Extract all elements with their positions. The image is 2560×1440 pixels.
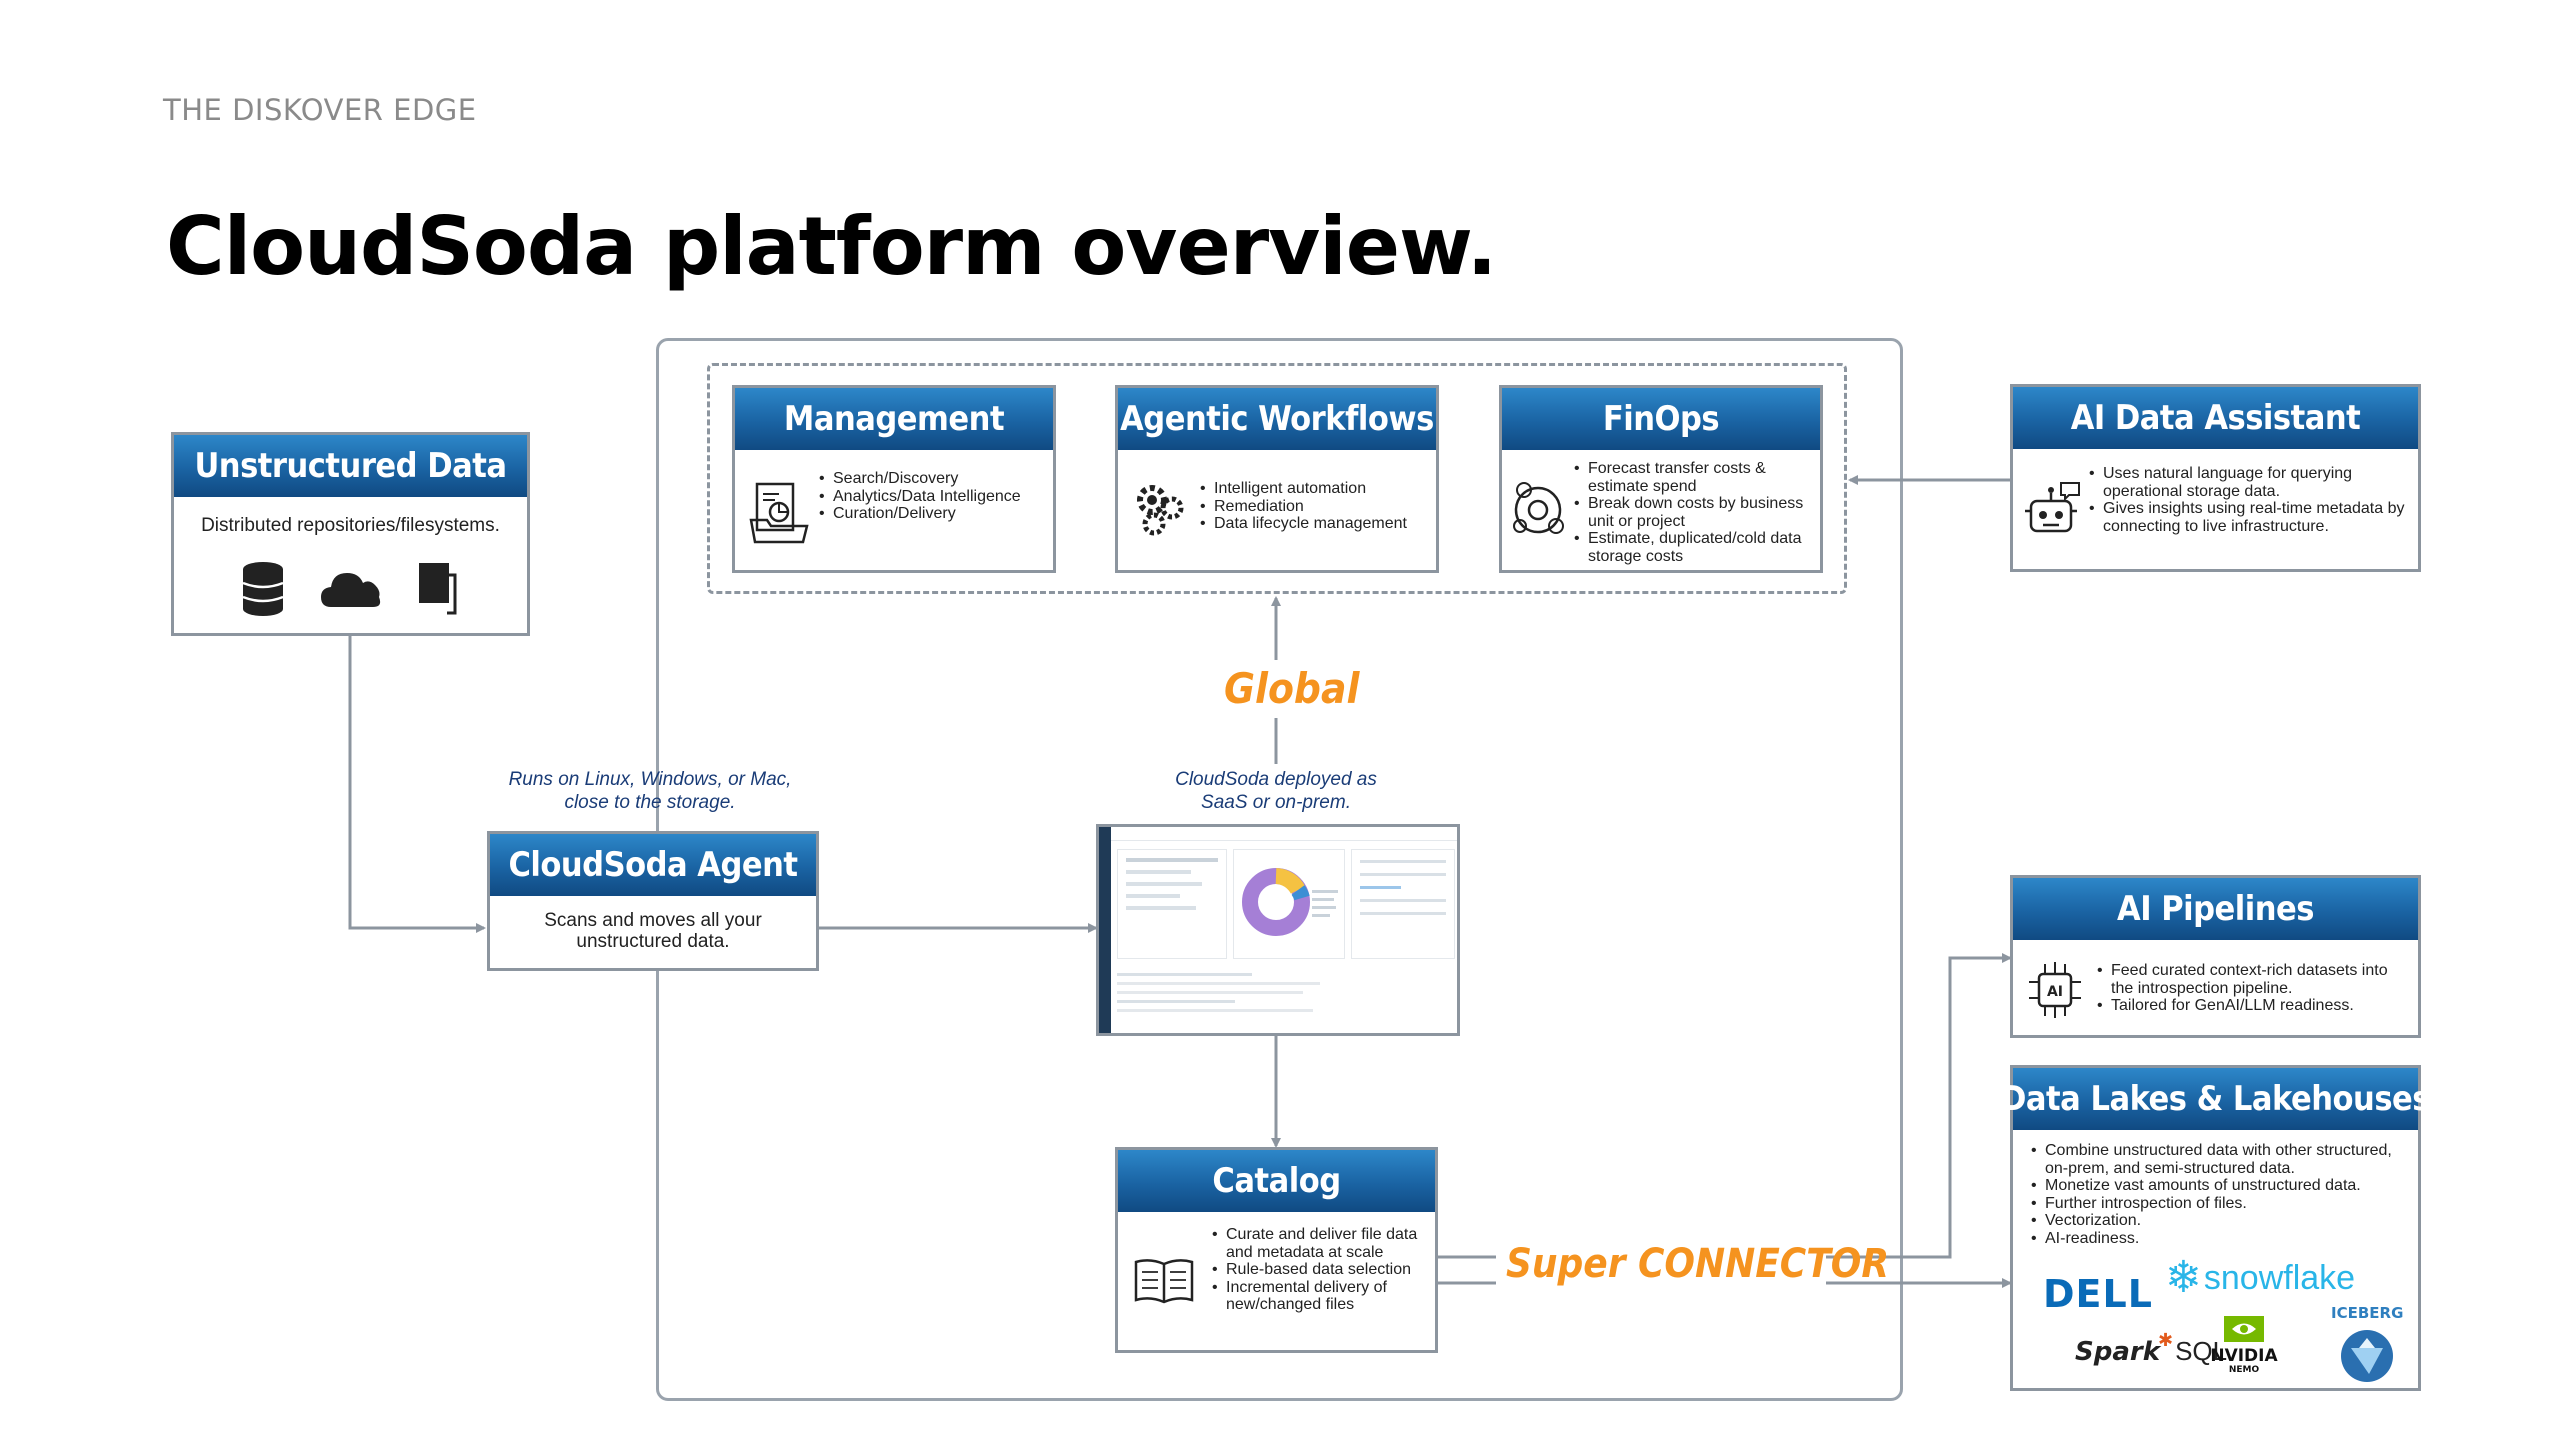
list-item: Uses natural language for querying opera… bbox=[2089, 465, 2406, 500]
dell-logo: DELL bbox=[2043, 1272, 2153, 1316]
deploy-note: CloudSoda deployed as SaaS or on-prem. bbox=[1175, 769, 1377, 813]
list-item: AI-readiness. bbox=[2031, 1230, 2404, 1248]
list-item: Incremental delivery of new/changed file… bbox=[1212, 1279, 1425, 1314]
gears-icon bbox=[1137, 485, 1184, 536]
management-title: Management bbox=[735, 388, 1053, 450]
agent-body: Scans and moves all your unstructured da… bbox=[544, 910, 762, 952]
nvidia-wordmark: NVIDIA bbox=[2210, 1346, 2278, 1366]
page-title: CloudSoda platform overview. bbox=[166, 200, 1497, 293]
list-item: Monetize vast amounts of unstructured da… bbox=[2031, 1177, 2404, 1195]
document-chart-icon bbox=[749, 482, 809, 544]
storage-icons bbox=[190, 561, 511, 617]
agentic-list: Intelligent automation Remediation Data … bbox=[1200, 480, 1426, 533]
super-connector-label: Super CONNECTOR bbox=[1506, 1241, 1890, 1287]
list-item: Further introspection of files. bbox=[2031, 1195, 2404, 1213]
ai-data-assistant-box: AI Data Assistant Uses natural language … bbox=[2010, 384, 2421, 572]
console-sidebar bbox=[1099, 827, 1111, 1033]
global-label: Global bbox=[1224, 664, 1360, 713]
assistant-list: Uses natural language for querying opera… bbox=[2089, 465, 2406, 535]
agent-note: Runs on Linux, Windows, or Mac, close to… bbox=[508, 769, 792, 813]
cloud-icon bbox=[320, 573, 380, 607]
iceberg-label: ICEBERG bbox=[2331, 1304, 2404, 1322]
svg-text:AI: AI bbox=[2047, 984, 2063, 1000]
list-item: Data lifecycle management bbox=[1200, 515, 1426, 533]
list-item: Tailored for GenAI/LLM readiness. bbox=[2097, 997, 2406, 1015]
list-item: Gives insights using real-time metadata … bbox=[2089, 500, 2406, 535]
list-item: Rule-based data selection bbox=[1212, 1261, 1425, 1279]
lakes-list: Combine unstructured data with other str… bbox=[2031, 1142, 2404, 1247]
console-chart-panel bbox=[1233, 849, 1345, 959]
ai-pipelines-box: AI Pipelines AI Feed curated context-ric… bbox=[2010, 875, 2421, 1038]
unstructured-data-text: Distributed repositories/filesystems. bbox=[201, 515, 500, 536]
spark-sql-logo: Spark ✱ SQL bbox=[2075, 1330, 2228, 1367]
assistant-title: AI Data Assistant bbox=[2013, 387, 2418, 449]
list-item: Search/Discovery bbox=[819, 470, 1041, 488]
list-item: Analytics/Data Intelligence bbox=[819, 488, 1041, 506]
robot-icon bbox=[2025, 482, 2080, 533]
console-screenshot bbox=[1096, 824, 1460, 1036]
catalog-title: Catalog bbox=[1118, 1150, 1435, 1212]
console-right-panel bbox=[1351, 849, 1455, 959]
cloudsoda-agent-box: CloudSoda Agent Scans and moves all your… bbox=[487, 831, 819, 971]
lakes-title: Data Lakes & Lakehouses bbox=[2001, 1068, 2431, 1130]
console-topbar bbox=[1111, 827, 1457, 841]
eyebrow-label: THE DISKOVER EDGE bbox=[163, 93, 477, 127]
modules-group bbox=[707, 363, 1847, 594]
spark-wordmark: Spark bbox=[2075, 1337, 2160, 1367]
list-item: Break down costs by business unit or pro… bbox=[1574, 495, 1812, 530]
snowflake-logo: ❄ snowflake bbox=[2165, 1256, 2355, 1300]
finops-box: FinOps Forecast transfer costs & estimat… bbox=[1499, 385, 1823, 573]
unstructured-data-body: Distributed repositories/filesystems. bbox=[174, 497, 527, 629]
list-item: Estimate, duplicated/cold data storage c… bbox=[1574, 530, 1812, 565]
list-item: Vectorization. bbox=[2031, 1212, 2404, 1230]
list-item: Combine unstructured data with other str… bbox=[2031, 1142, 2404, 1177]
agentic-title: Agentic Workflows bbox=[1118, 388, 1436, 450]
management-body: Search/Discovery Analytics/Data Intellig… bbox=[735, 450, 1053, 572]
pipelines-list: Feed curated context-rich datasets into … bbox=[2097, 962, 2406, 1015]
money-cycle-icon bbox=[1513, 482, 1564, 534]
ai-chip-icon: AI bbox=[2029, 962, 2081, 1018]
list-item: Remediation bbox=[1200, 498, 1426, 516]
list-item: Forecast transfer costs & estimate spend bbox=[1574, 460, 1812, 495]
sql-wordmark: SQL bbox=[2175, 1336, 2228, 1366]
finops-body: Forecast transfer costs & estimate spend… bbox=[1502, 450, 1820, 572]
list-item: Intelligent automation bbox=[1200, 480, 1426, 498]
catalog-box: Catalog Curate and deliver file data and… bbox=[1115, 1147, 1438, 1353]
agent-title: CloudSoda Agent bbox=[490, 834, 816, 896]
management-list: Search/Discovery Analytics/Data Intellig… bbox=[819, 470, 1041, 523]
donut-chart-icon bbox=[1242, 868, 1338, 936]
pipelines-body: AI Feed curated context-rich datasets in… bbox=[2013, 940, 2418, 1038]
unstructured-data-box: Unstructured Data Distributed repositori… bbox=[171, 432, 530, 636]
iceberg-logo-icon bbox=[2341, 1330, 2393, 1382]
finops-list: Forecast transfer costs & estimate spend… bbox=[1574, 460, 1812, 565]
agentic-workflows-box: Agentic Workflows Intelligent automation… bbox=[1115, 385, 1439, 573]
console-bottom-panel bbox=[1117, 967, 1455, 1033]
database-icon bbox=[242, 562, 283, 616]
console-left-panel bbox=[1117, 849, 1227, 959]
open-book-icon bbox=[1134, 1259, 1194, 1304]
unstructured-to-agent-arrow bbox=[348, 636, 486, 933]
spark-star-icon: ✱ bbox=[2158, 1330, 2174, 1350]
data-lakes-box: Data Lakes & Lakehouses Combine unstruct… bbox=[2001, 1065, 2431, 1391]
nvidia-logo: NVIDIA NEMO bbox=[2207, 1316, 2281, 1375]
storage-drive-icon bbox=[418, 563, 456, 615]
snowflake-wordmark: snowflake bbox=[2203, 1258, 2356, 1297]
finops-title: FinOps bbox=[1502, 388, 1820, 450]
catalog-list: Curate and deliver file data and metadat… bbox=[1212, 1226, 1425, 1314]
assistant-body: Uses natural language for querying opera… bbox=[2013, 449, 2418, 571]
lakes-body: Combine unstructured data with other str… bbox=[2013, 1130, 2418, 1388]
pipelines-title: AI Pipelines bbox=[2013, 878, 2418, 940]
list-item: Feed curated context-rich datasets into … bbox=[2097, 962, 2406, 997]
catalog-body: Curate and deliver file data and metadat… bbox=[1118, 1212, 1435, 1352]
snowflake-icon: ❄ bbox=[2165, 1253, 2202, 1302]
agentic-body: Intelligent automation Remediation Data … bbox=[1118, 450, 1436, 572]
connector-to-pipelines-arrow bbox=[1826, 953, 2012, 1259]
list-item: Curate and deliver file data and metadat… bbox=[1212, 1226, 1425, 1261]
nvidia-eye-icon bbox=[2224, 1316, 2264, 1342]
list-item: Curation/Delivery bbox=[819, 505, 1041, 523]
unstructured-data-title: Unstructured Data bbox=[174, 435, 527, 497]
nemo-wordmark: NEMO bbox=[2228, 1365, 2260, 1375]
management-box: Management Search/Discovery Analytics/Da… bbox=[732, 385, 1056, 573]
